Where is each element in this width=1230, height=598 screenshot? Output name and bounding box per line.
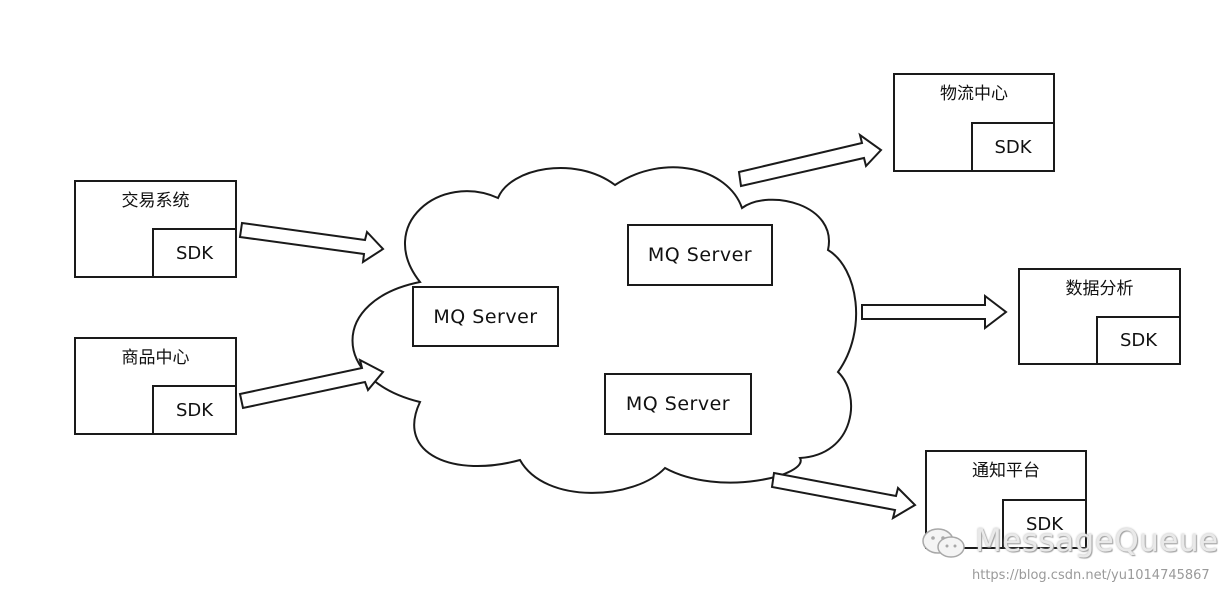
sdk-box-logistics: SDK — [971, 122, 1055, 172]
arrow-cloud-to-notify — [770, 471, 917, 521]
source-box-trade: 交易系统 SDK — [74, 180, 237, 278]
mq-server-1: MQ Server — [627, 224, 773, 286]
sdk-box-analysis: SDK — [1096, 316, 1181, 365]
source-title-goods: 商品中心 — [121, 348, 190, 368]
source-box-goods: 商品中心 SDK — [74, 337, 237, 435]
watermark-url: https://blog.csdn.net/yu1014745867 — [972, 568, 1210, 583]
target-box-analysis: 数据分析 SDK — [1018, 268, 1181, 365]
arrow-trade-to-cloud — [238, 221, 385, 265]
mq-server-3: MQ Server — [604, 373, 752, 435]
arrow-cloud-to-logistics — [737, 132, 883, 188]
sdk-box-notify: SDK — [1002, 499, 1087, 549]
target-box-notify: 通知平台 SDK — [925, 450, 1087, 549]
sdk-box-goods: SDK — [152, 385, 237, 435]
wechat-icon — [922, 528, 965, 558]
source-title-trade: 交易系统 — [121, 191, 190, 211]
target-title-logistics: 物流中心 — [940, 84, 1008, 104]
target-title-analysis: 数据分析 — [1065, 279, 1134, 299]
sdk-box-trade: SDK — [152, 228, 237, 278]
target-title-notify: 通知平台 — [972, 461, 1040, 481]
target-box-logistics: 物流中心 SDK — [893, 73, 1055, 172]
watermark-text: MessageQueue — [975, 523, 1219, 559]
arrow-goods-to-cloud — [238, 358, 385, 410]
mq-server-2: MQ Server — [412, 286, 559, 347]
arrow-cloud-to-analysis — [861, 293, 1008, 331]
